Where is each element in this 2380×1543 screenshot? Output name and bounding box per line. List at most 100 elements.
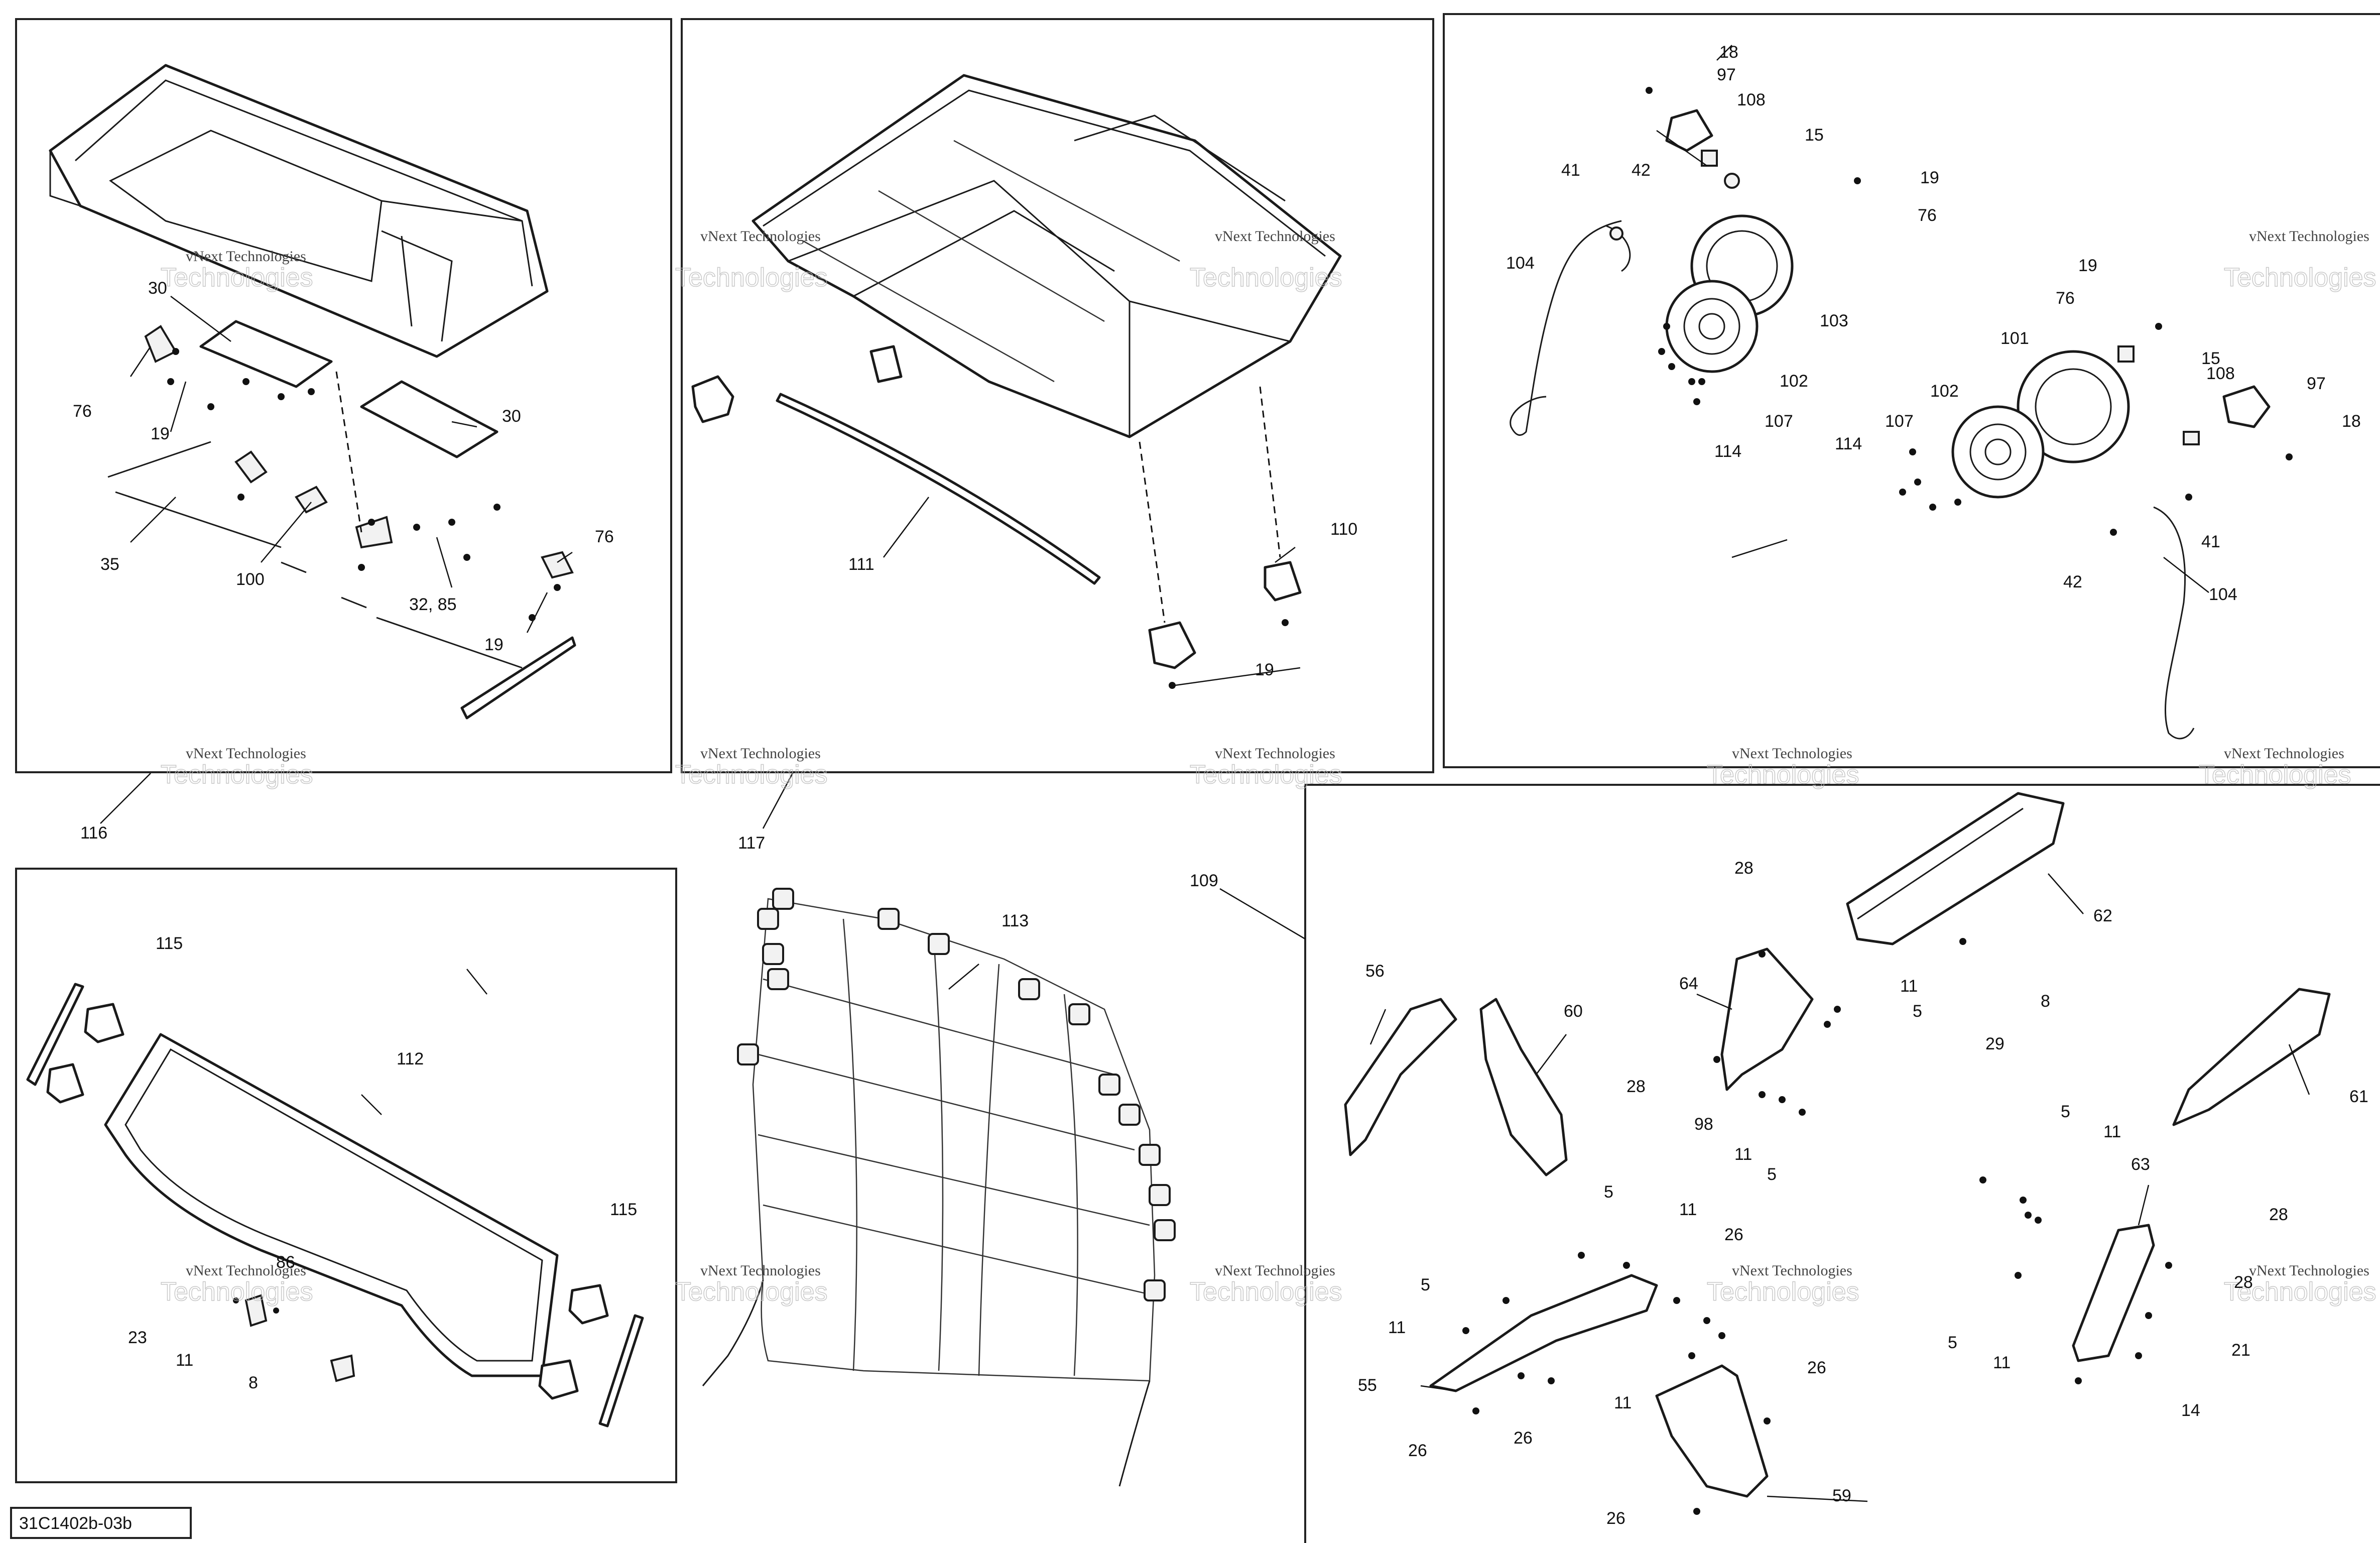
- callout-5: 5: [1421, 1275, 1430, 1294]
- callout-107: 107: [1765, 412, 1793, 431]
- callout-15: 15: [1805, 126, 1824, 145]
- callout-32-85: 32, 85: [409, 595, 457, 614]
- callout-42: 42: [2063, 572, 2082, 591]
- svg-text:vNext Technologies: vNext Technologies: [2224, 745, 2344, 762]
- svg-text:vNext Technologies: vNext Technologies: [700, 1262, 821, 1279]
- roof-seal-strips: [107, 441, 576, 720]
- callout-114: 114: [1714, 442, 1741, 461]
- callout-76: 76: [1918, 206, 1937, 225]
- callout-41: 41: [1561, 161, 1580, 180]
- svg-text:Technologies: Technologies: [675, 1277, 828, 1307]
- callout-28: 28: [1626, 1077, 1646, 1096]
- svg-text:vNext Technologies: vNext Technologies: [700, 745, 821, 762]
- callout-114: 114: [1835, 434, 1862, 453]
- callout-113: 113: [1001, 911, 1029, 930]
- svg-text:Technologies: Technologies: [675, 760, 828, 789]
- callout-41: 41: [2201, 532, 2220, 551]
- callout-30: 30: [148, 279, 167, 298]
- callout-116: 116: [80, 823, 107, 843]
- trim-part-63: [2072, 1224, 2155, 1362]
- callout-14: 14: [2181, 1401, 2200, 1420]
- windshield-clips-115: [46, 1003, 609, 1400]
- svg-text:vNext Technologies: vNext Technologies: [700, 228, 821, 245]
- callout-21: 21: [2231, 1341, 2250, 1360]
- callout-11: 11: [1614, 1393, 1632, 1412]
- svg-text:vNext Technologies: vNext Technologies: [186, 1262, 306, 1279]
- callout-26: 26: [1807, 1358, 1826, 1377]
- callout-103: 103: [1820, 311, 1848, 330]
- svg-text:vNext Technologies: vNext Technologies: [1215, 228, 1335, 245]
- svg-text:Technologies: Technologies: [675, 263, 828, 292]
- callout-labels: 116 117 109 30 30 76 76 19 19 35 100 32,…: [73, 43, 2368, 1528]
- callout-104: 104: [2209, 585, 2237, 604]
- callout-19: 19: [1255, 660, 1274, 679]
- roof-mounts: [691, 345, 1302, 669]
- callout-101: 101: [2000, 329, 2029, 348]
- callout-28: 28: [2269, 1205, 2288, 1224]
- svg-text:vNext Technologies: vNext Technologies: [1732, 745, 1852, 762]
- callout-104: 104: [1506, 254, 1535, 273]
- callout-11: 11: [1388, 1318, 1406, 1337]
- svg-text:Technologies: Technologies: [2224, 263, 2376, 292]
- svg-text:Technologies: Technologies: [161, 760, 313, 789]
- speaker-right-group: [1951, 345, 2271, 740]
- svg-text:Technologies: Technologies: [2199, 760, 2351, 789]
- svg-text:Technologies: Technologies: [1707, 760, 1859, 789]
- callout-11: 11: [1734, 1145, 1752, 1164]
- windshield-seals: [26, 983, 644, 1428]
- svg-text:Technologies: Technologies: [2224, 1277, 2376, 1307]
- roof-fasteners: [167, 348, 561, 621]
- callout-115: 115: [156, 934, 183, 953]
- panel-frame-speakers: [1443, 13, 2380, 768]
- roof-pad-left: [199, 320, 333, 388]
- callout-111: 111: [848, 555, 874, 574]
- callout-76: 76: [2056, 289, 2075, 308]
- callout-18: 18: [2342, 412, 2361, 431]
- svg-text:Technologies: Technologies: [1707, 1277, 1859, 1307]
- callout-26: 26: [1514, 1429, 1533, 1448]
- svg-text:vNext Technologies: vNext Technologies: [1215, 745, 1335, 762]
- callout-76: 76: [73, 402, 92, 421]
- svg-text:vNext Technologies: vNext Technologies: [1732, 1262, 1852, 1279]
- callout-11: 11: [176, 1351, 193, 1370]
- callout-76: 76: [595, 527, 614, 546]
- callout-108: 108: [1737, 90, 1766, 109]
- callout-15: 15: [2201, 349, 2220, 368]
- callout-26: 26: [1408, 1441, 1427, 1460]
- callout-26: 26: [1606, 1509, 1625, 1528]
- callout-112: 112: [397, 1049, 424, 1069]
- roof-mount-fasteners: [1169, 619, 1289, 689]
- callout-60: 60: [1564, 1002, 1583, 1021]
- callout-86: 86: [276, 1253, 295, 1272]
- callout-19: 19: [484, 635, 504, 654]
- callout-18: 18: [1719, 43, 1738, 62]
- svg-text:Technologies: Technologies: [161, 1277, 313, 1307]
- trim-part-62: [1846, 792, 2065, 945]
- svg-text:Technologies: Technologies: [1190, 760, 1342, 789]
- callout-59: 59: [1832, 1486, 1851, 1505]
- roof-seal-111: [776, 393, 1101, 585]
- svg-text:Technologies: Technologies: [161, 263, 313, 292]
- callout-98: 98: [1694, 1115, 1713, 1134]
- callout-55: 55: [1358, 1376, 1377, 1395]
- callout-28: 28: [2234, 1273, 2253, 1292]
- callout-64: 64: [1679, 974, 1698, 993]
- diagram-code: 31C1402b-03b: [19, 1514, 132, 1533]
- callout-42: 42: [1632, 161, 1651, 180]
- speaker-left-group: [1510, 109, 1794, 436]
- callout-5: 5: [1604, 1182, 1613, 1202]
- callout-8: 8: [248, 1373, 258, 1392]
- callout-5: 5: [1767, 1165, 1777, 1184]
- panel-frame-windshield: [15, 868, 677, 1483]
- svg-text:vNext Technologies: vNext Technologies: [2249, 1262, 2369, 1279]
- callout-107: 107: [1885, 412, 1914, 431]
- watermarks: vNext Technologies Technologies vNext Te…: [160, 228, 2376, 1307]
- callout-97: 97: [2307, 374, 2326, 393]
- callout-11: 11: [1900, 977, 1918, 996]
- callout-35: 35: [100, 555, 119, 574]
- callout-23: 23: [128, 1328, 147, 1347]
- callout-108: 108: [2206, 364, 2235, 383]
- roof-dash-guides: [335, 371, 362, 533]
- speaker-fasteners: [1646, 87, 2293, 536]
